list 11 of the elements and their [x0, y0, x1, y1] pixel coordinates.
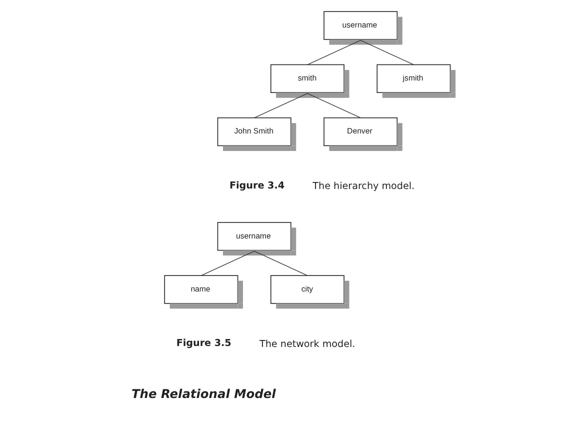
connector: [307, 93, 361, 118]
connector: [254, 250, 308, 276]
connector: [200, 250, 255, 276]
connector: [360, 40, 414, 66]
label: The hierarchy model.: [312, 181, 415, 192]
connector: [254, 93, 308, 118]
connector: [307, 40, 361, 66]
label: The network model.: [260, 338, 356, 350]
label: The Relational Model: [131, 387, 276, 402]
label: Figure 3.4: [229, 180, 285, 192]
label: Figure 3.5: [176, 338, 232, 349]
